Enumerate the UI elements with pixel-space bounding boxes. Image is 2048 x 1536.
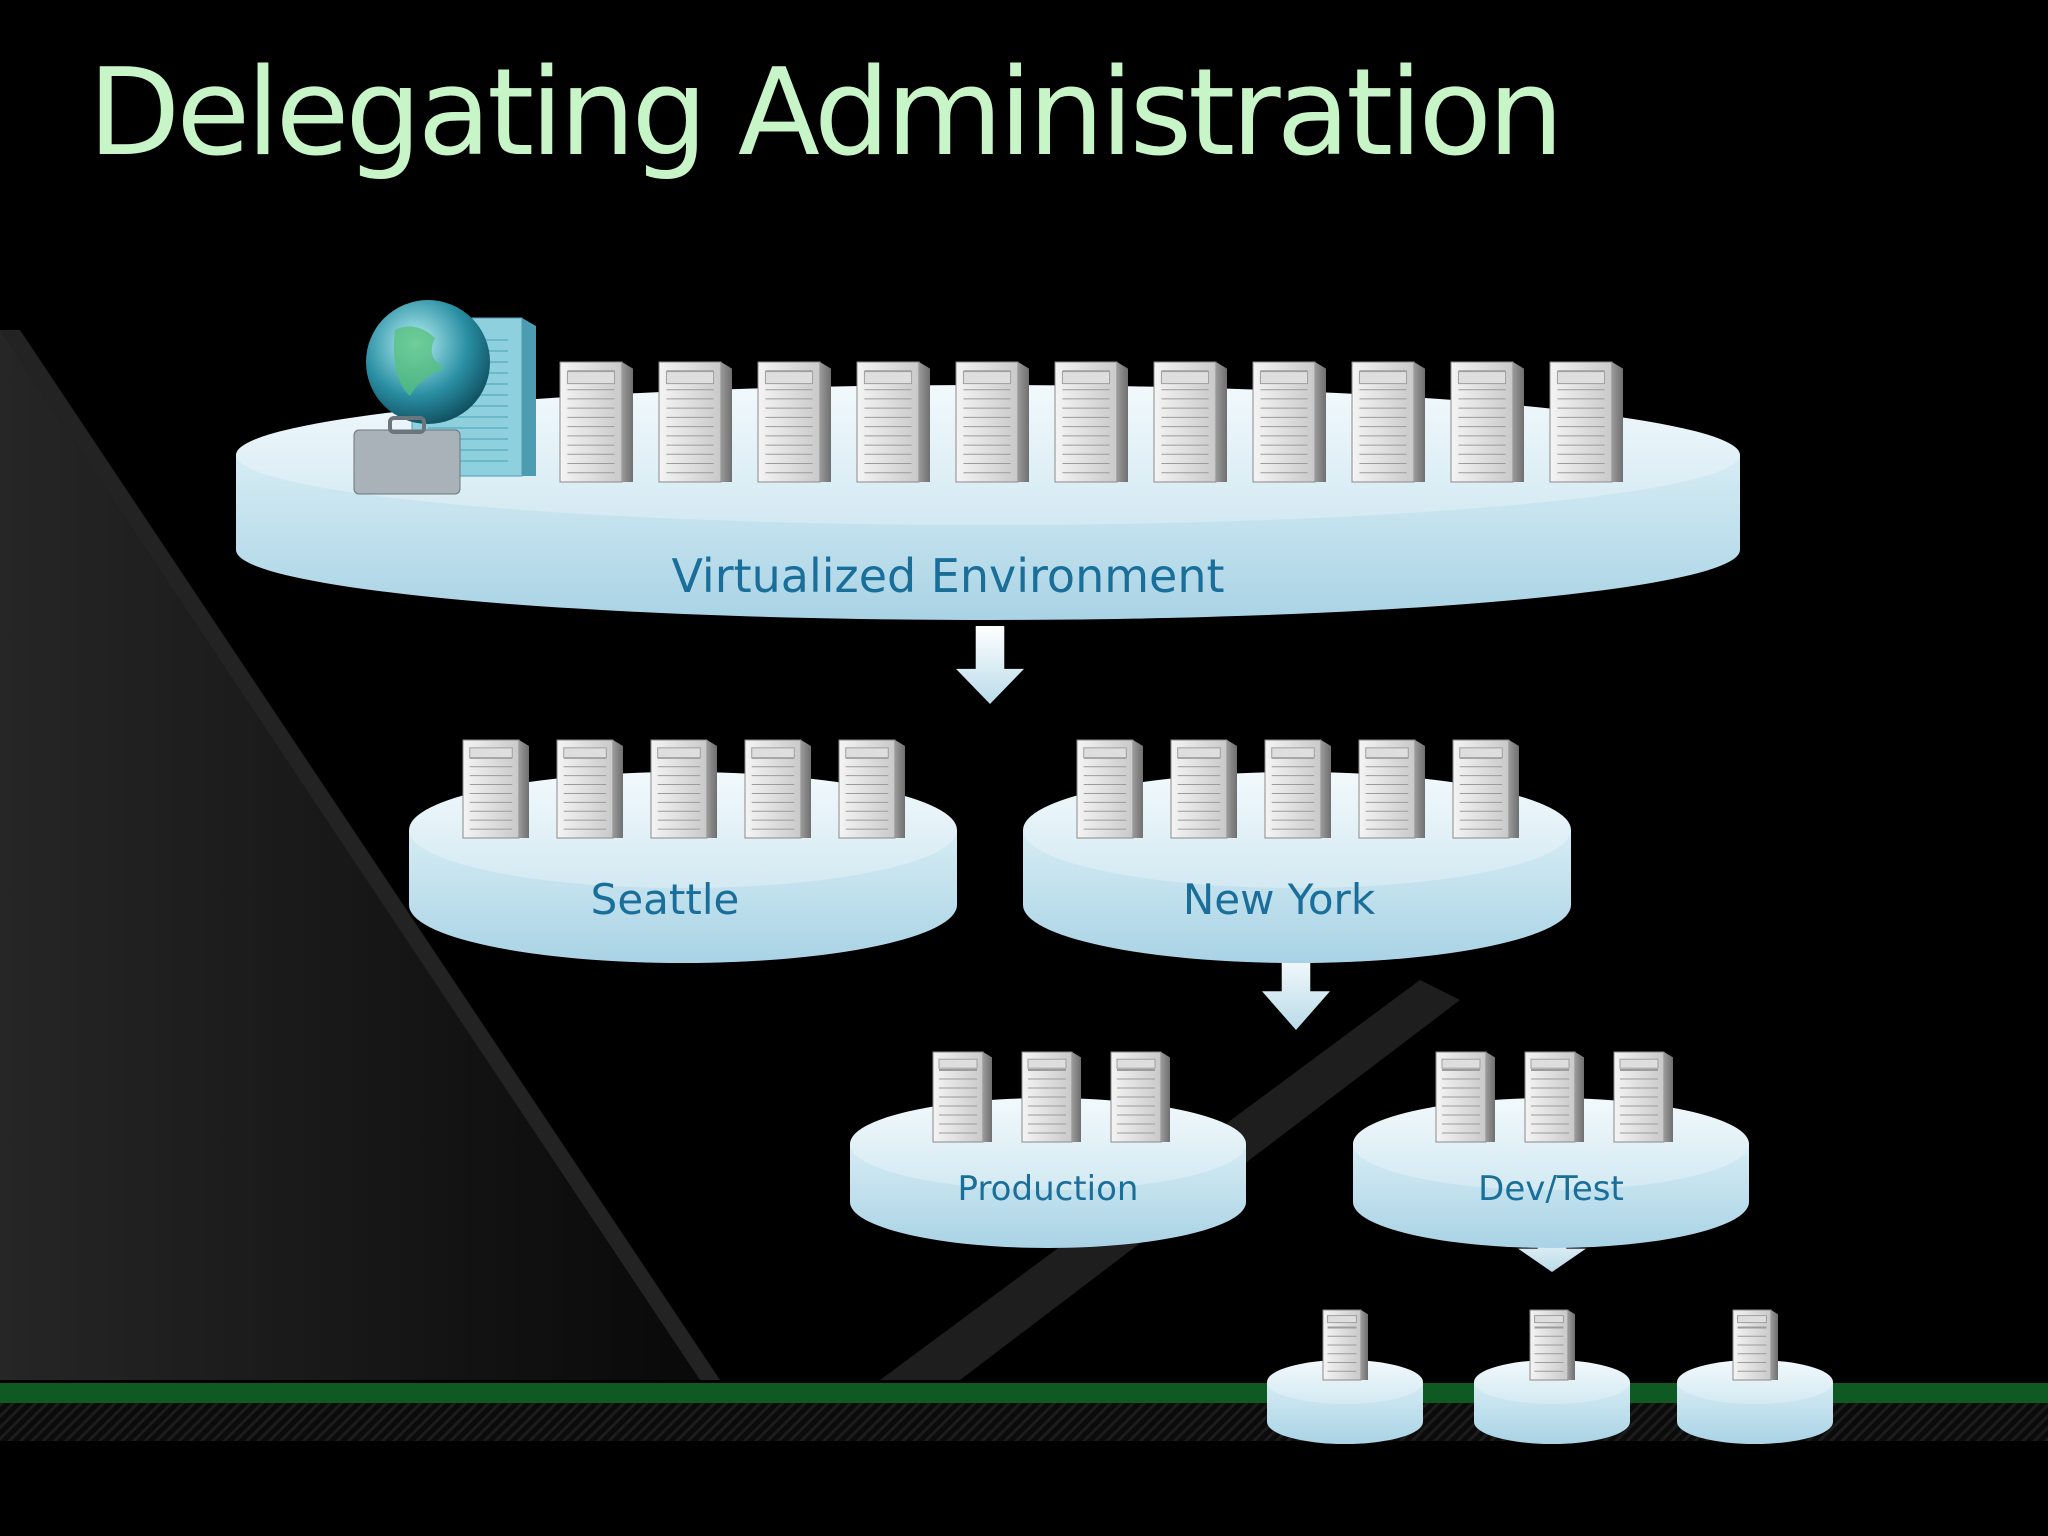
server-icon <box>1110 1051 1170 1143</box>
pool-label-level2: Production <box>958 1169 1139 1209</box>
server-icon <box>856 361 930 483</box>
server-icon <box>1054 361 1128 483</box>
server-icon <box>1358 739 1425 839</box>
pool-disk <box>1677 1360 1833 1444</box>
server-icon <box>1450 361 1524 483</box>
server-icon <box>1076 739 1143 839</box>
server-icon <box>1435 1051 1495 1143</box>
pool-label-root: Virtualized Environment <box>671 549 1224 603</box>
server-icon <box>1252 361 1326 483</box>
server-icon <box>1351 361 1425 483</box>
server-icon <box>559 361 633 483</box>
pool-label-level1: Seattle <box>591 875 740 924</box>
server-icon <box>838 739 905 839</box>
server-icon <box>1549 361 1623 483</box>
server-icon <box>1153 361 1227 483</box>
server-icon <box>1264 739 1331 839</box>
pool-disk <box>1474 1360 1630 1444</box>
server-icon <box>462 739 529 839</box>
down-arrow-icon <box>956 626 1024 704</box>
server-icon <box>744 739 811 839</box>
server-icon <box>1524 1051 1584 1143</box>
server-icon <box>1732 1309 1778 1381</box>
pool-label-level2: Dev/Test <box>1478 1169 1624 1209</box>
server-icon <box>1529 1309 1575 1381</box>
server-icon <box>1613 1051 1673 1143</box>
globe-server-toolbox-icon <box>353 300 536 495</box>
server-icon <box>556 739 623 839</box>
server-icon <box>955 361 1029 483</box>
server-icon <box>932 1051 992 1143</box>
server-icon <box>650 739 717 839</box>
down-arrow-icon <box>1262 944 1330 1030</box>
pool-label-level1: New York <box>1183 875 1376 924</box>
pool-disk <box>1267 1360 1423 1444</box>
server-icon <box>1452 739 1519 839</box>
server-icon <box>1021 1051 1081 1143</box>
server-icon <box>757 361 831 483</box>
server-icon <box>1170 739 1237 839</box>
slide-title: Delegating Administration <box>88 44 1564 183</box>
server-icon <box>658 361 732 483</box>
server-icon <box>1322 1309 1368 1381</box>
